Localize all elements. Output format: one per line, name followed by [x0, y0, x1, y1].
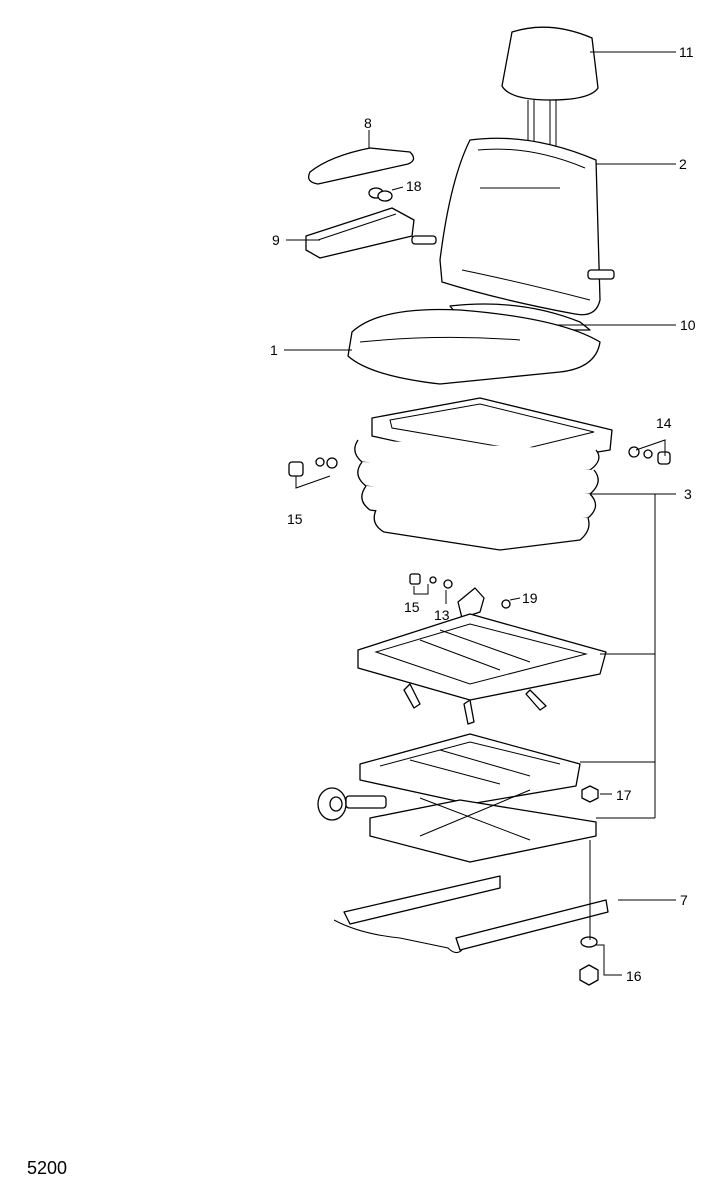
slide-rails: [333, 875, 609, 954]
leader-lines: [284, 51, 676, 976]
scissor-base-frame: [359, 733, 597, 863]
armrest-pad: [307, 147, 415, 185]
callout-14: 14: [656, 415, 672, 431]
seat-cushion: [347, 303, 601, 385]
callout-13: 13: [434, 607, 450, 623]
callout-9: 9: [272, 232, 280, 248]
armrest-bracket: [305, 207, 437, 259]
washer-nut-16: [579, 936, 599, 986]
figure-number: 5200: [27, 1158, 67, 1178]
callout-1: 1: [270, 342, 278, 358]
callout-8: 8: [364, 115, 372, 131]
nut-17: [581, 785, 599, 803]
callout-11: 11: [679, 44, 694, 60]
callout-15-lower: 15: [404, 599, 420, 615]
callout-19: 19: [522, 590, 538, 606]
suspension-bellows: [354, 439, 600, 551]
callout-15-upper: 15: [287, 511, 303, 527]
headrest: [501, 26, 599, 150]
callout-7: 7: [680, 892, 688, 908]
callout-10: 10: [680, 317, 696, 333]
bolts-right: [628, 446, 671, 465]
height-adjust-knob: [317, 787, 387, 821]
bolts-left: [288, 457, 338, 477]
suspension-middle-frame: [357, 613, 607, 725]
callout-18: 18: [406, 178, 422, 194]
backrest: [439, 137, 615, 316]
callout-3: 3: [684, 486, 692, 502]
armrest-rings: [368, 187, 393, 202]
callout-16: 16: [626, 968, 642, 984]
callout-labels: 11 2 8 18 9 10 1 14 3 15 15 13 19 17 7 1…: [270, 44, 696, 984]
callout-2: 2: [679, 156, 687, 172]
callout-17: 17: [616, 787, 632, 803]
mounting-hardware: [409, 573, 511, 619]
